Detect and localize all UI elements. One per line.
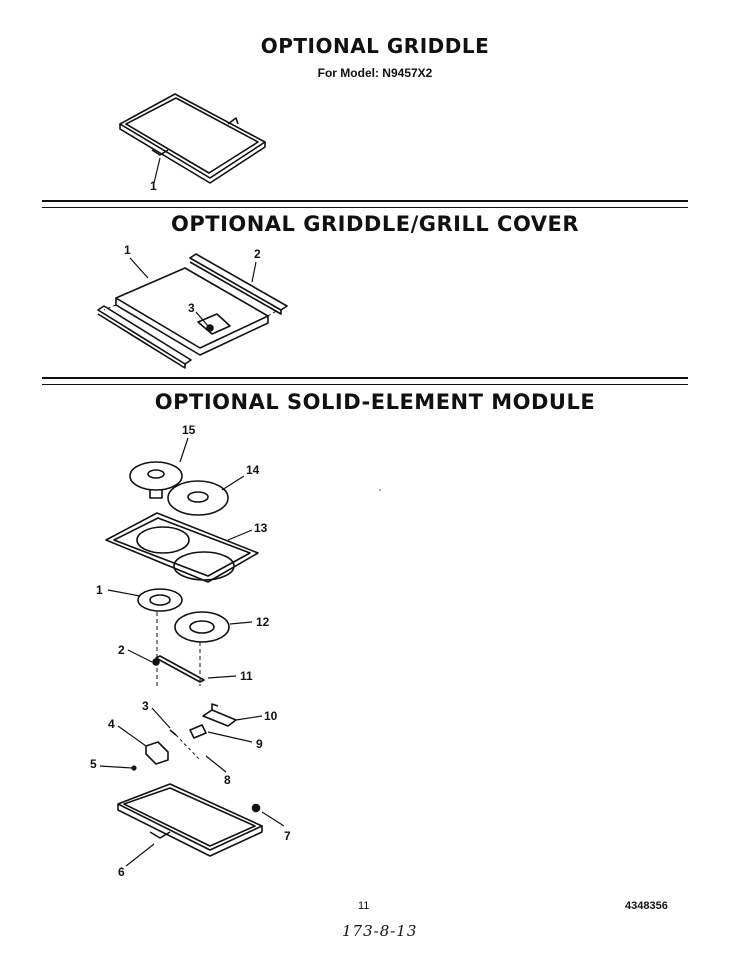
callout-module-8: 8	[224, 773, 231, 787]
callout-module-5: 5	[90, 757, 97, 771]
callout-module-7: 7	[284, 829, 291, 843]
griddle-leader-1	[153, 157, 161, 184]
model-subtitle: For Model: N9457X2	[317, 66, 433, 80]
callout-module-9: 9	[256, 737, 263, 751]
section-divider-middle-thin	[42, 384, 688, 385]
handwritten-note: 173-8-13	[342, 922, 418, 940]
solid-element-title: OPTIONAL SOLID-ELEMENT MODULE	[154, 390, 596, 414]
section-divider-top-thin	[42, 207, 688, 208]
scan-speck	[379, 489, 381, 491]
callout-module-11: 11	[240, 669, 253, 683]
callout-module-2: 2	[118, 643, 125, 657]
callout-module-13: 13	[254, 521, 268, 535]
grill-cover-callouts: 1 2 3	[124, 243, 261, 315]
callout-cover-2: 2	[254, 247, 261, 261]
callout-module-1: 1	[96, 583, 103, 597]
section-divider-top	[42, 200, 688, 202]
solid-element-leaders	[99, 437, 285, 867]
callout-cover-3: 3	[188, 301, 195, 315]
callout-griddle-1: 1	[150, 179, 157, 193]
solid-element-parts	[105, 461, 263, 857]
callout-cover-1: 1	[124, 243, 131, 257]
callout-module-6: 6	[118, 865, 125, 879]
grill-cover-part	[97, 253, 288, 369]
callout-module-4: 4	[108, 717, 115, 731]
callout-module-10: 10	[264, 709, 278, 723]
page-number: 11	[358, 900, 370, 912]
callout-module-15: 15	[182, 423, 196, 437]
callout-module-12: 12	[256, 615, 270, 629]
document-number: 4348356	[625, 900, 668, 912]
solid-element-callouts: 15 14 13 1 12 2 11 3 10 4 9 5 8 7 6	[90, 423, 291, 879]
grill-cover-leaders	[129, 257, 257, 327]
section-divider-middle	[42, 377, 688, 379]
callout-module-3: 3	[142, 699, 149, 713]
grill-cover-title: OPTIONAL GRIDDLE/GRILL COVER	[171, 212, 579, 236]
griddle-part	[119, 93, 266, 184]
griddle-callouts: 1	[150, 179, 157, 193]
callout-module-14: 14	[246, 463, 260, 477]
griddle-title: OPTIONAL GRIDDLE	[260, 34, 490, 58]
